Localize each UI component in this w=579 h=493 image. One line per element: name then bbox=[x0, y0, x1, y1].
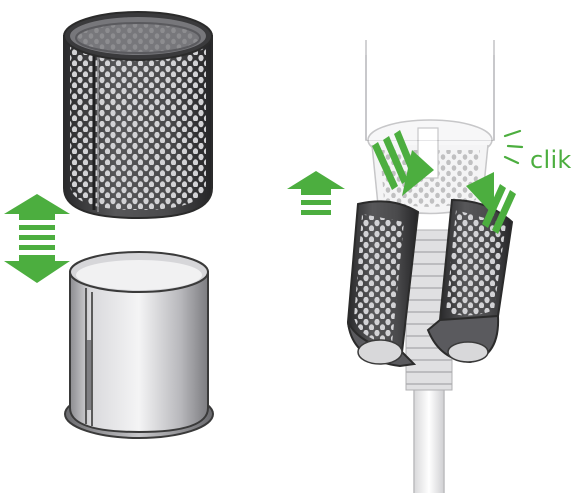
up-arrow-icon bbox=[287, 171, 345, 215]
clik-label: clik bbox=[530, 146, 572, 174]
click-spark-icon bbox=[505, 131, 522, 163]
double-vertical-arrow-icon bbox=[4, 194, 70, 283]
steel-inner-sleeve bbox=[65, 252, 213, 438]
mesh-filter-sleeve bbox=[64, 12, 212, 218]
